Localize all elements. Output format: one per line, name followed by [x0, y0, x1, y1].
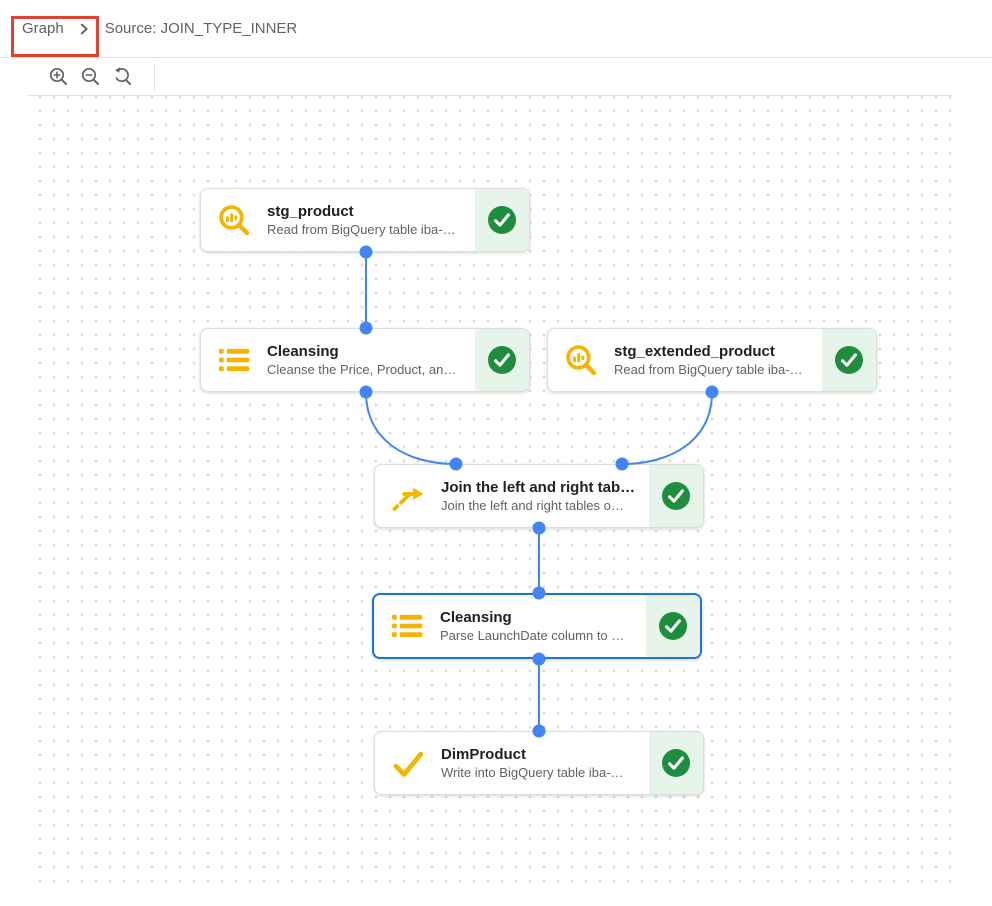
- node-title: Cleansing: [267, 343, 339, 360]
- node-text: stg_product Read from BigQuery table iba…: [267, 202, 475, 238]
- zoom-out-icon: [81, 67, 99, 85]
- transform-list-icon: [374, 608, 440, 644]
- node-subtitle: Read from BigQuery table iba-…: [614, 362, 803, 377]
- chevron-right-icon: [77, 22, 91, 36]
- join-icon: [375, 478, 441, 514]
- zoom-out-button[interactable]: [76, 63, 104, 91]
- zoom-in-button[interactable]: [44, 63, 72, 91]
- node-title: DimProduct: [441, 746, 527, 763]
- success-check-icon: [662, 749, 690, 777]
- node-title: stg_extended_product: [614, 343, 775, 360]
- status-badge-success: [649, 732, 703, 794]
- node-title: Cleansing: [440, 609, 512, 626]
- node-text: Join the left and right tab… Join the le…: [441, 478, 649, 514]
- breadcrumb-source: Source: JOIN_TYPE_INNER: [104, 20, 298, 37]
- node-stg-product[interactable]: stg_product Read from BigQuery table iba…: [200, 188, 530, 252]
- zoom-in-icon: [49, 67, 67, 85]
- node-text: stg_extended_product Read from BigQuery …: [614, 342, 822, 378]
- status-badge-success: [822, 329, 876, 391]
- status-badge-success: [649, 465, 703, 527]
- toolbar-divider: [154, 62, 155, 91]
- success-check-icon: [659, 612, 687, 640]
- node-dim-product[interactable]: DimProduct Write into BigQuery table iba…: [374, 731, 704, 795]
- success-check-icon: [488, 346, 516, 374]
- node-title: Join the left and right tab…: [441, 479, 636, 496]
- bigquery-source-icon: [548, 342, 614, 378]
- zoom-reset-icon: [114, 67, 131, 85]
- transform-list-icon: [201, 342, 267, 378]
- node-stg-extended-product[interactable]: stg_extended_product Read from BigQuery …: [547, 328, 877, 392]
- status-badge-success: [475, 329, 529, 391]
- graph-toolbar: [0, 58, 992, 95]
- success-check-icon: [835, 346, 863, 374]
- node-join[interactable]: Join the left and right tab… Join the le…: [374, 464, 704, 528]
- node-subtitle: Cleanse the Price, Product, an…: [267, 362, 457, 377]
- node-text: Cleansing Parse LaunchDate column to …: [440, 608, 646, 644]
- pipeline-canvas[interactable]: stg_product Read from BigQuery table iba…: [28, 95, 953, 887]
- node-subtitle: Parse LaunchDate column to …: [440, 628, 625, 643]
- node-subtitle: Join the left and right tables o…: [441, 498, 624, 513]
- status-badge-success: [475, 189, 529, 251]
- node-subtitle: Read from BigQuery table iba-…: [267, 222, 456, 237]
- bigquery-source-icon: [201, 202, 267, 238]
- node-text: Cleansing Cleanse the Price, Product, an…: [267, 342, 475, 378]
- node-title: stg_product: [267, 203, 354, 220]
- breadcrumb: Graph Source: JOIN_TYPE_INNER: [0, 0, 992, 58]
- node-text: DimProduct Write into BigQuery table iba…: [441, 745, 649, 781]
- node-cleansing-2-selected[interactable]: Cleansing Parse LaunchDate column to …: [372, 593, 702, 659]
- zoom-reset-button[interactable]: [108, 63, 136, 91]
- status-badge-success: [646, 595, 700, 657]
- node-cleansing-1[interactable]: Cleansing Cleanse the Price, Product, an…: [200, 328, 530, 392]
- edge-stgextended-to-join: [621, 391, 713, 465]
- success-check-icon: [662, 482, 690, 510]
- breadcrumb-graph[interactable]: Graph: [22, 20, 64, 37]
- node-subtitle: Write into BigQuery table iba-…: [441, 765, 624, 780]
- success-check-icon: [488, 206, 516, 234]
- edge-cleansing1-to-join: [365, 391, 457, 465]
- sink-check-icon: [375, 745, 441, 781]
